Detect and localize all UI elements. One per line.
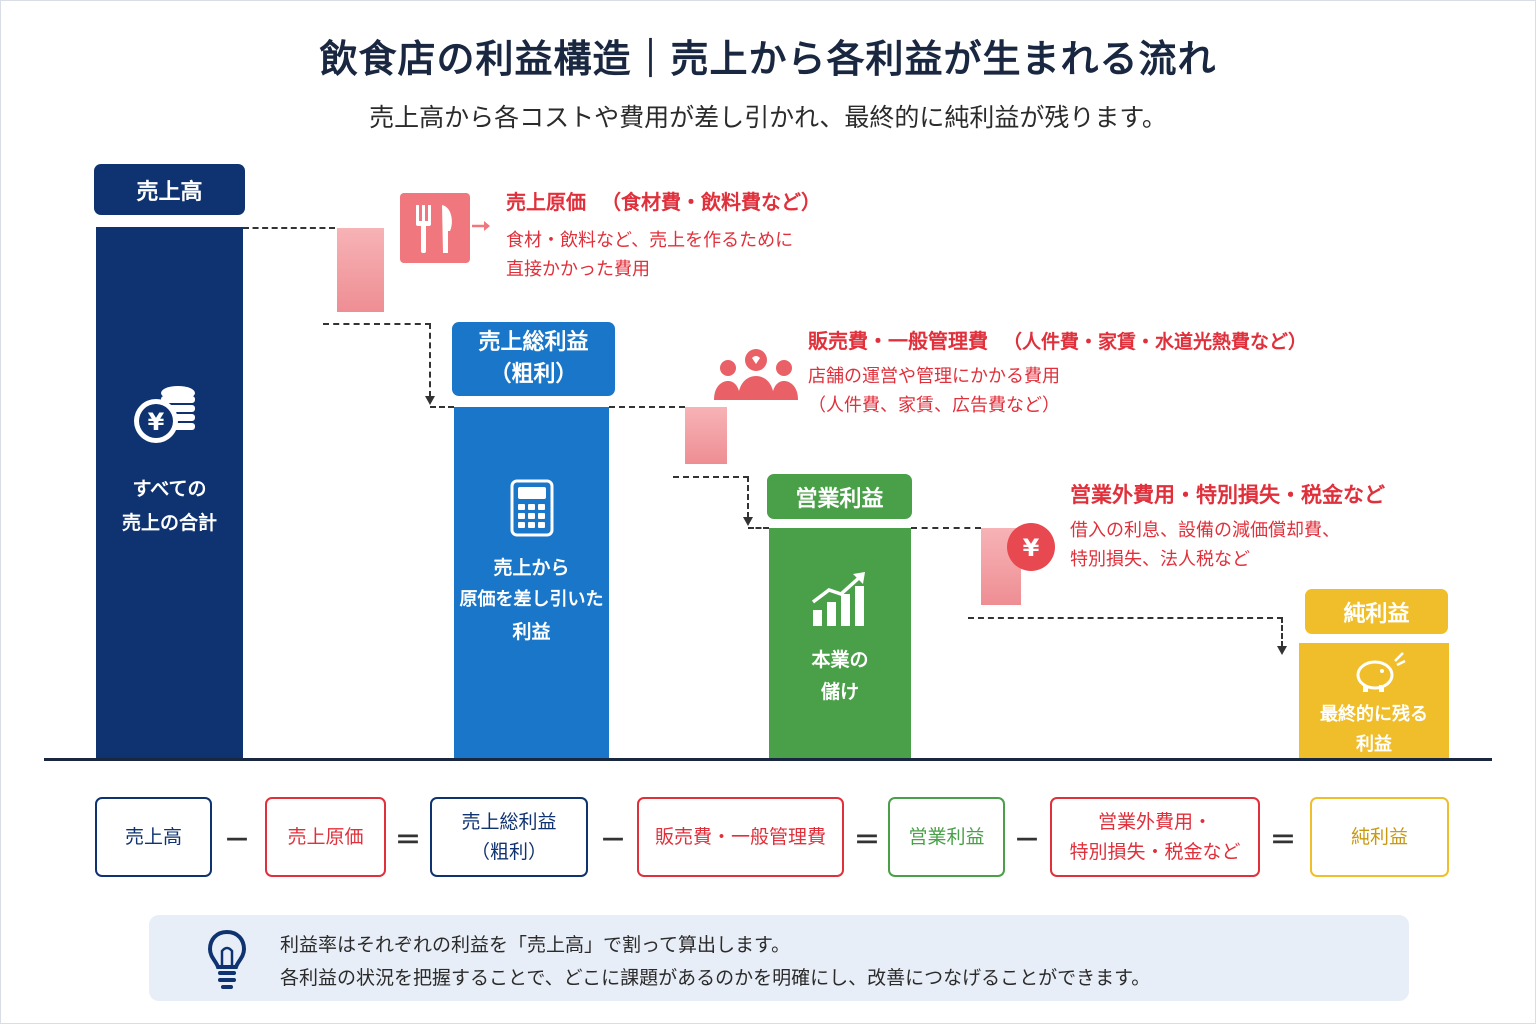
- formula-op-6: ＝: [1269, 826, 1296, 856]
- connector-1-bottom: [323, 323, 431, 325]
- formula-operating-profit: 営業利益: [888, 797, 1005, 877]
- connector-2-arrowhead: [743, 517, 753, 526]
- connector-3-arrowhead: [1277, 646, 1287, 655]
- baseline: [44, 758, 1492, 761]
- sales-desc-1: すべての: [132, 478, 207, 500]
- note-box: [149, 915, 1409, 1001]
- sales-desc-2: 売上の合計: [121, 512, 217, 534]
- formula-gross-profit-2: （粗利）: [470, 841, 547, 863]
- cost-3-line-2: 特別損失、法人税など: [1070, 549, 1250, 570]
- cost-arrow-2: [685, 407, 727, 464]
- cost-3-body: 借入の利息、設備の減価償却費、 特別損失、法人税など: [1070, 516, 1340, 574]
- formula-net-profit: 純利益: [1310, 797, 1449, 877]
- gross-desc-2: 原価を差し引いた: [459, 589, 604, 610]
- formula-op-2: ＝: [394, 826, 421, 856]
- cost-2-line-2: （人件費、家賃、広告費など）: [808, 395, 1060, 416]
- operating-profit-label-text: 営業利益: [795, 486, 884, 512]
- cost-arrow-1: [337, 228, 384, 312]
- formula-op-1: －: [223, 826, 250, 856]
- gross-profit-label: 売上総利益 （粗利）: [452, 322, 615, 396]
- gross-profit-label-1: 売上総利益: [478, 330, 589, 355]
- formula-cogs-text: 売上原価: [287, 826, 364, 848]
- note-line-2: 各利益の状況を把握することで、どこに課題があるのかを明確にし、改善につなげること…: [280, 967, 1151, 989]
- formula-sga-text: 販売費・一般管理費: [654, 826, 826, 848]
- cost-1-title-main: 売上原価: [506, 190, 586, 214]
- formula-gross-profit-1: 売上総利益: [461, 811, 557, 833]
- cost-2-title: 販売費・一般管理費 （人件費・家賃・水道光熱費など）: [808, 325, 1307, 354]
- operating-desc-2: 儲け: [820, 681, 859, 703]
- cost-2-title-main: 販売費・一般管理費: [808, 329, 988, 353]
- net-desc-1: 最終的に残る: [1320, 704, 1428, 725]
- yen-circle-icon: ¥: [1007, 523, 1055, 571]
- connector-1-vertical: [429, 323, 431, 397]
- formula-net-profit-text: 純利益: [1350, 826, 1408, 848]
- gross-profit-bar: 売上から 原価を差し引いた 利益: [454, 407, 609, 759]
- yen-coins-icon: ¥: [134, 386, 195, 443]
- connector-1-arrowhead: [425, 396, 435, 405]
- cost-3-title: 営業外費用・特別損失・税金など: [1070, 483, 1385, 507]
- formula-sga: 販売費・一般管理費: [637, 797, 844, 877]
- cost-3-line-1: 借入の利息、設備の減価償却費、: [1070, 520, 1340, 541]
- sales-label: 売上高: [94, 164, 245, 215]
- lightbulb-icon: [207, 929, 247, 989]
- cost-1-title-note: （食材費・飲料費など）: [600, 190, 821, 214]
- page-subtitle: 売上高から各コストや費用が差し引かれ、最終的に純利益が残ります。: [369, 103, 1167, 132]
- connector-2-bottom: [673, 476, 749, 478]
- operating-profit-bar: 本業の 儲け: [769, 528, 911, 759]
- net-profit-bar: 最終的に残る 利益: [1299, 643, 1449, 759]
- formula-op-3: －: [599, 826, 626, 856]
- connector-1-join: [430, 406, 454, 408]
- cost-2-body: 店舗の運営や管理にかかる費用 （人件費、家賃、広告費など）: [808, 362, 1060, 420]
- svg-text:¥: ¥: [1023, 534, 1040, 562]
- connector-2-join: [748, 527, 769, 529]
- formula-non-operating: 営業外費用・ 特別損失・税金など: [1050, 797, 1260, 877]
- cost-1-title: 売上原価 （食材費・飲料費など）: [506, 186, 821, 215]
- net-profit-label: 純利益: [1305, 589, 1448, 634]
- connector-1-top: [243, 227, 335, 229]
- cutlery-icon: [400, 193, 490, 263]
- net-desc-2: 利益: [1356, 734, 1392, 755]
- cost-2-line-1: 店舗の運営や管理にかかる費用: [808, 366, 1060, 387]
- cost-1-body: 食材・飲料など、売上を作るために 直接かかった費用: [506, 226, 793, 284]
- gross-desc-3: 利益: [512, 621, 551, 643]
- cost-1-line-2: 直接かかった費用: [506, 259, 650, 280]
- people-icon: [714, 349, 798, 400]
- net-profit-label-text: 純利益: [1343, 601, 1410, 627]
- page-title: 飲食店の利益構造｜売上から各利益が生まれる流れ: [319, 37, 1217, 81]
- formula-non-operating-1: 営業外費用・: [1097, 811, 1212, 833]
- connector-2-top: [609, 406, 685, 408]
- cost-1-line-1: 食材・飲料など、売上を作るために: [506, 230, 794, 251]
- cost-2-title-note: （人件費・家賃・水道光熱費など）: [1002, 331, 1307, 353]
- note-line-1: 利益率はそれぞれの利益を「売上高」で割って算出します。: [280, 934, 791, 956]
- operating-desc-1: 本業の: [811, 649, 869, 671]
- operating-profit-label: 営業利益: [767, 474, 912, 519]
- formula-op-4: ＝: [853, 826, 880, 856]
- connector-2-vertical: [747, 476, 749, 518]
- piggy-bank-icon: [1356, 652, 1406, 692]
- connector-3-vertical: [1281, 617, 1283, 647]
- formula-sales: 売上高: [95, 797, 212, 877]
- svg-text:¥: ¥: [148, 408, 165, 436]
- formula-op-5: －: [1013, 826, 1040, 856]
- formula-gross-profit: 売上総利益 （粗利）: [430, 797, 588, 877]
- gross-profit-label-2: （粗利）: [489, 362, 578, 387]
- growth-chart-icon: [811, 572, 865, 626]
- formula-non-operating-2: 特別損失・税金など: [1069, 841, 1241, 863]
- formula-operating-profit-text: 営業利益: [908, 826, 985, 848]
- formula-cogs: 売上原価: [265, 797, 386, 877]
- connector-3-bottom: [968, 617, 1283, 619]
- connector-3-top: [911, 527, 981, 529]
- sales-bar: ¥ すべての 売上の合計: [96, 227, 243, 759]
- sales-label-text: 売上高: [136, 179, 203, 205]
- formula-sales-text: 売上高: [124, 826, 182, 848]
- gross-desc-1: 売上から: [493, 557, 570, 579]
- calculator-icon: [510, 479, 554, 537]
